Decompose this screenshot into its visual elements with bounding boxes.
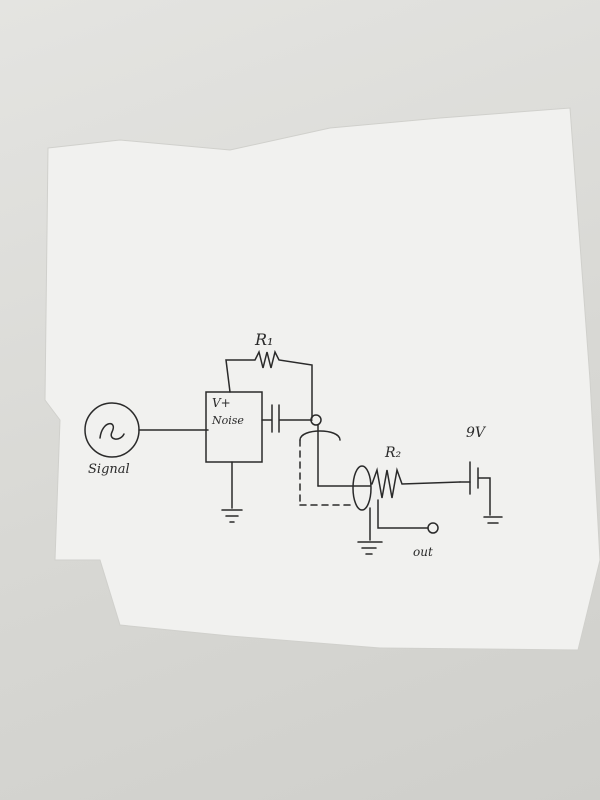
battery-label: 9V xyxy=(466,425,486,441)
amp-top-label: V+ xyxy=(212,396,231,410)
amp-bottom-label: Noise xyxy=(212,414,244,427)
r2-label: R₂ xyxy=(385,445,402,461)
out-label: out xyxy=(413,545,433,559)
r1-label: R₁ xyxy=(255,330,274,349)
signal-label: Signal xyxy=(88,462,130,477)
